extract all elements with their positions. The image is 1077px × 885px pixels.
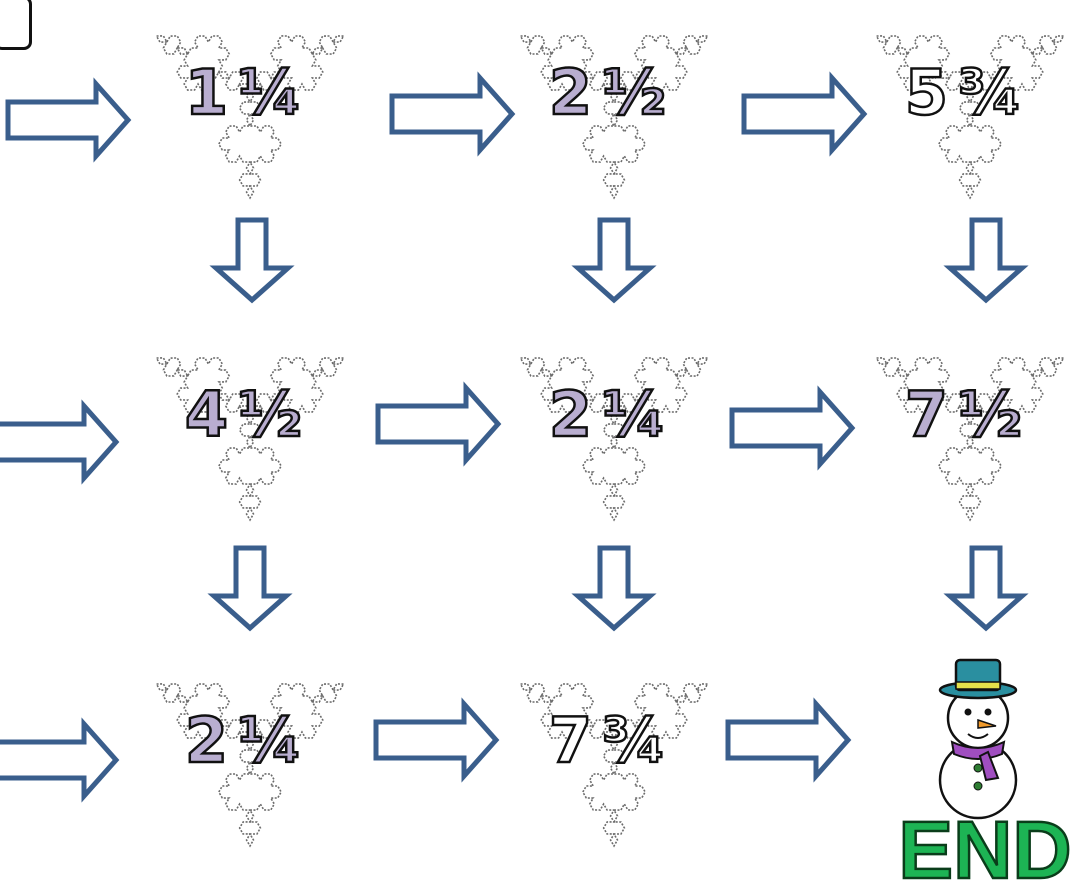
snowflake-icon	[519, 35, 709, 200]
snowflake-icon	[155, 683, 345, 848]
mixed-number-whole: 7	[549, 704, 592, 777]
mixed-number-whole: 4	[185, 378, 228, 451]
arrow-layer	[0, 78, 1022, 796]
arrow-down-icon	[216, 220, 288, 300]
end-label: END	[898, 805, 1071, 885]
mixed-number-whole: 2	[185, 704, 228, 777]
snowflake-icon	[519, 683, 709, 848]
arrow-right-icon	[732, 392, 852, 464]
mixed-number-whole: 1	[185, 56, 228, 129]
arrow-right-icon	[728, 704, 848, 776]
arrow-right-icon	[376, 704, 496, 776]
snowflake-icon	[875, 35, 1065, 200]
arrow-right-icon	[0, 724, 116, 796]
mixed-number-whole: 7	[905, 378, 948, 451]
snowman-icon	[938, 658, 1018, 820]
snowflake-icon	[519, 357, 709, 522]
mixed-number-fraction: ½	[958, 378, 1022, 451]
mixed-number-fraction: ¼	[238, 56, 302, 129]
snowflake-icon	[155, 357, 345, 522]
mixed-number-fraction: ¾	[958, 56, 1022, 129]
arrow-down-icon	[950, 548, 1022, 628]
arrow-down-icon	[578, 220, 650, 300]
mixed-number-fraction: ½	[602, 56, 666, 129]
arrow-right-icon	[378, 388, 498, 460]
mixed-number-fraction: ¾	[602, 704, 666, 777]
snowflake-icon	[155, 35, 345, 200]
mixed-number-whole: 2	[549, 378, 592, 451]
mixed-number-whole: 5	[905, 56, 948, 129]
mixed-number-fraction: ¼	[602, 378, 666, 451]
arrow-right-icon	[392, 78, 512, 150]
corner-mark	[0, 0, 32, 50]
mixed-number-fraction: ½	[238, 378, 302, 451]
arrow-right-icon	[0, 406, 116, 478]
arrow-down-icon	[950, 220, 1022, 300]
arrow-down-icon	[578, 548, 650, 628]
mixed-number-fraction: ¼	[238, 704, 302, 777]
mixed-number-whole: 2	[549, 56, 592, 129]
snowflake-layer	[155, 35, 1065, 848]
arrow-right-icon	[8, 84, 128, 156]
arrow-right-icon	[744, 78, 864, 150]
snowflake-icon	[875, 357, 1065, 522]
arrow-down-icon	[214, 548, 286, 628]
